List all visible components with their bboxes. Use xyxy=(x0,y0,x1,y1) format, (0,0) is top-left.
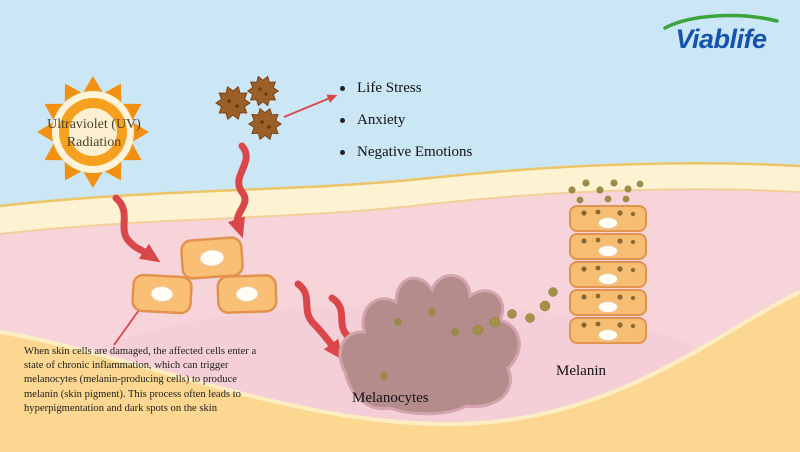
viablife-logo: Viablife xyxy=(658,12,784,53)
logo-text: Viablife xyxy=(675,24,767,54)
sun-center xyxy=(69,108,117,156)
melanocytes-label: Melanocytes xyxy=(352,390,429,406)
melanin-dot xyxy=(624,185,632,193)
melanin-dot xyxy=(539,300,551,312)
stress-arrow xyxy=(227,142,250,239)
bullet-icon xyxy=(340,118,345,123)
stacked-skin-cell xyxy=(569,289,647,316)
cell-nucleus xyxy=(150,285,174,303)
melanin-dot xyxy=(548,287,558,297)
logo-swoosh-icon xyxy=(663,13,779,30)
stress-particles xyxy=(215,75,282,140)
skin-cell xyxy=(131,273,193,315)
melanin-dot xyxy=(472,324,484,336)
list-item: Anxiety xyxy=(340,112,472,129)
melanin-dot xyxy=(596,186,604,194)
melanin-dot xyxy=(582,179,590,187)
uv-label-line1: Ultraviolet (UV) xyxy=(47,117,141,132)
stress-particle-dots xyxy=(227,87,271,129)
skin-cell xyxy=(216,274,278,314)
melanin-surface-dots xyxy=(568,179,644,204)
melanin-dot xyxy=(604,195,612,203)
melanin-dot xyxy=(507,309,517,319)
stacked-skin-cell xyxy=(569,317,647,344)
uv-radiation-label: Ultraviolet (UV) Radiation xyxy=(28,116,160,152)
melanin-trail-dots xyxy=(472,287,558,336)
dermis-top-line xyxy=(0,188,800,235)
stacked-skin-cell xyxy=(569,261,647,288)
hypodermis-top-line xyxy=(0,290,800,427)
melanin-dot xyxy=(610,179,618,187)
cell-nucleus xyxy=(199,249,225,267)
skin-surface-line xyxy=(0,162,800,208)
melanin-dot xyxy=(636,180,644,188)
explanation-caption: When skin cells are damaged, the affecte… xyxy=(24,346,257,414)
list-item: Negative Emotions xyxy=(340,144,472,161)
uv-arrow xyxy=(112,194,161,263)
bullet-icon xyxy=(340,86,345,91)
melanin-label: Melanin xyxy=(556,363,606,379)
stacked-skin-cells xyxy=(569,205,647,344)
hypodermis-layer xyxy=(0,292,800,452)
uv-label-line2: Radiation xyxy=(66,135,122,151)
melanin-dot xyxy=(622,195,630,203)
inflammation-arrow-1 xyxy=(294,280,344,360)
melanin-dot xyxy=(489,316,501,328)
melanin-dot xyxy=(576,196,584,204)
melanin-dot xyxy=(525,313,535,323)
stacked-skin-cell xyxy=(569,233,647,260)
stress-item-label: Life Stress xyxy=(357,80,422,96)
stress-list-pointer-arrow xyxy=(283,94,338,118)
melanin-dot xyxy=(568,186,576,194)
stress-item-label: Negative Emotions xyxy=(357,144,473,160)
stress-factor-list: Life Stress Anxiety Negative Emotions xyxy=(340,80,472,176)
skin-cells xyxy=(131,236,278,315)
stacked-skin-cell xyxy=(569,205,647,232)
bullet-icon xyxy=(340,150,345,155)
stress-item-label: Anxiety xyxy=(357,112,406,128)
sun-icon xyxy=(37,76,149,188)
melanin-dots-inside-melanocyte xyxy=(380,308,459,380)
list-item: Life Stress xyxy=(340,80,472,97)
cell-nucleus xyxy=(235,285,259,303)
skin-cell xyxy=(180,236,244,280)
